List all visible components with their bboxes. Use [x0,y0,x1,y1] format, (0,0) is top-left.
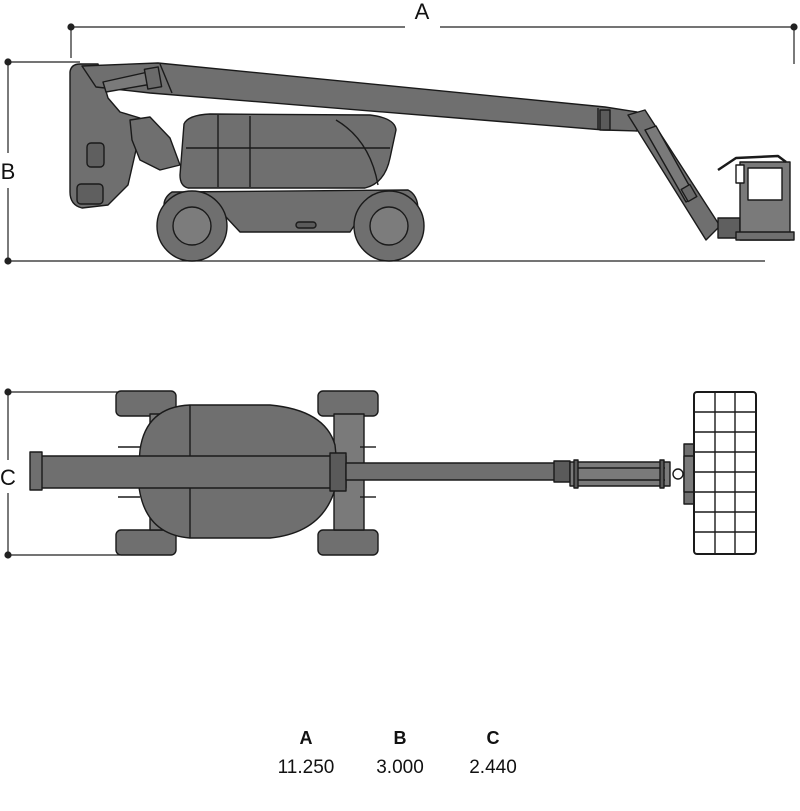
dimension-c-line [4,388,120,559]
side-front-wheel [353,190,425,262]
side-platform-basket [717,154,795,241]
spec-value-b: 3.000 [376,757,424,778]
top-wheel-front-lower [317,529,379,556]
top-wheel-front-upper [317,390,379,417]
side-rear-window [86,142,105,168]
spec-key-a: A [299,728,313,748]
side-turret [179,113,397,189]
top-platform-basket [693,391,757,555]
dimension-a-line [67,23,798,64]
top-wheel-rear-lower [115,529,177,556]
top-boom-end [29,451,43,491]
side-turntable-pivot [129,116,181,171]
side-view [69,62,795,262]
dimension-a-label: A [415,0,430,24]
side-rear-step [76,183,104,205]
top-view [29,390,757,556]
spec-value-c: 2.440 [469,757,517,778]
side-rear-wheel [156,190,228,262]
top-boom-main [33,455,347,489]
spec-key-b: B [393,728,407,748]
top-boom-extension [345,462,557,481]
spec-value-a: 11.250 [277,757,335,778]
dimension-c-label: C [0,465,16,490]
dimension-b-label: B [1,159,16,184]
spec-key-c: C [486,728,500,748]
top-jib [569,459,684,489]
top-wheel-rear-upper [115,390,177,417]
